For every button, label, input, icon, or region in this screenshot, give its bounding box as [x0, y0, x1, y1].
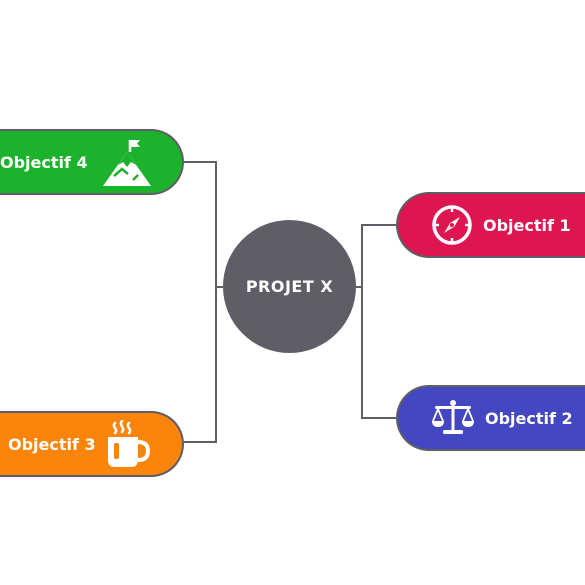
connector-objectif-4	[184, 161, 217, 287]
compass-icon	[431, 204, 473, 246]
balance-scale-icon	[431, 399, 475, 437]
connector-objectif-3	[184, 287, 217, 443]
objective-node-3[interactable]: Objectif 3	[0, 411, 184, 477]
mountain-flag-icon	[100, 136, 152, 188]
connector-objectif-2	[361, 287, 396, 419]
connector-objectif-1	[361, 224, 396, 287]
objective-node-4[interactable]: Objectif 4	[0, 129, 184, 195]
objective-node-1[interactable]: Objectif 1	[396, 192, 585, 258]
central-topic-node[interactable]: PROJET X	[223, 220, 356, 353]
objective-node-2[interactable]: Objectif 2	[396, 385, 585, 451]
objective-label-2: Objectif 2	[485, 408, 573, 428]
objective-label-4: Objectif 4	[0, 152, 88, 172]
objective-label-3: Objectif 3	[8, 434, 96, 454]
objective-label-1: Objectif 1	[483, 215, 571, 235]
coffee-mug-icon	[106, 420, 150, 468]
central-topic-label: PROJET X	[245, 277, 334, 296]
